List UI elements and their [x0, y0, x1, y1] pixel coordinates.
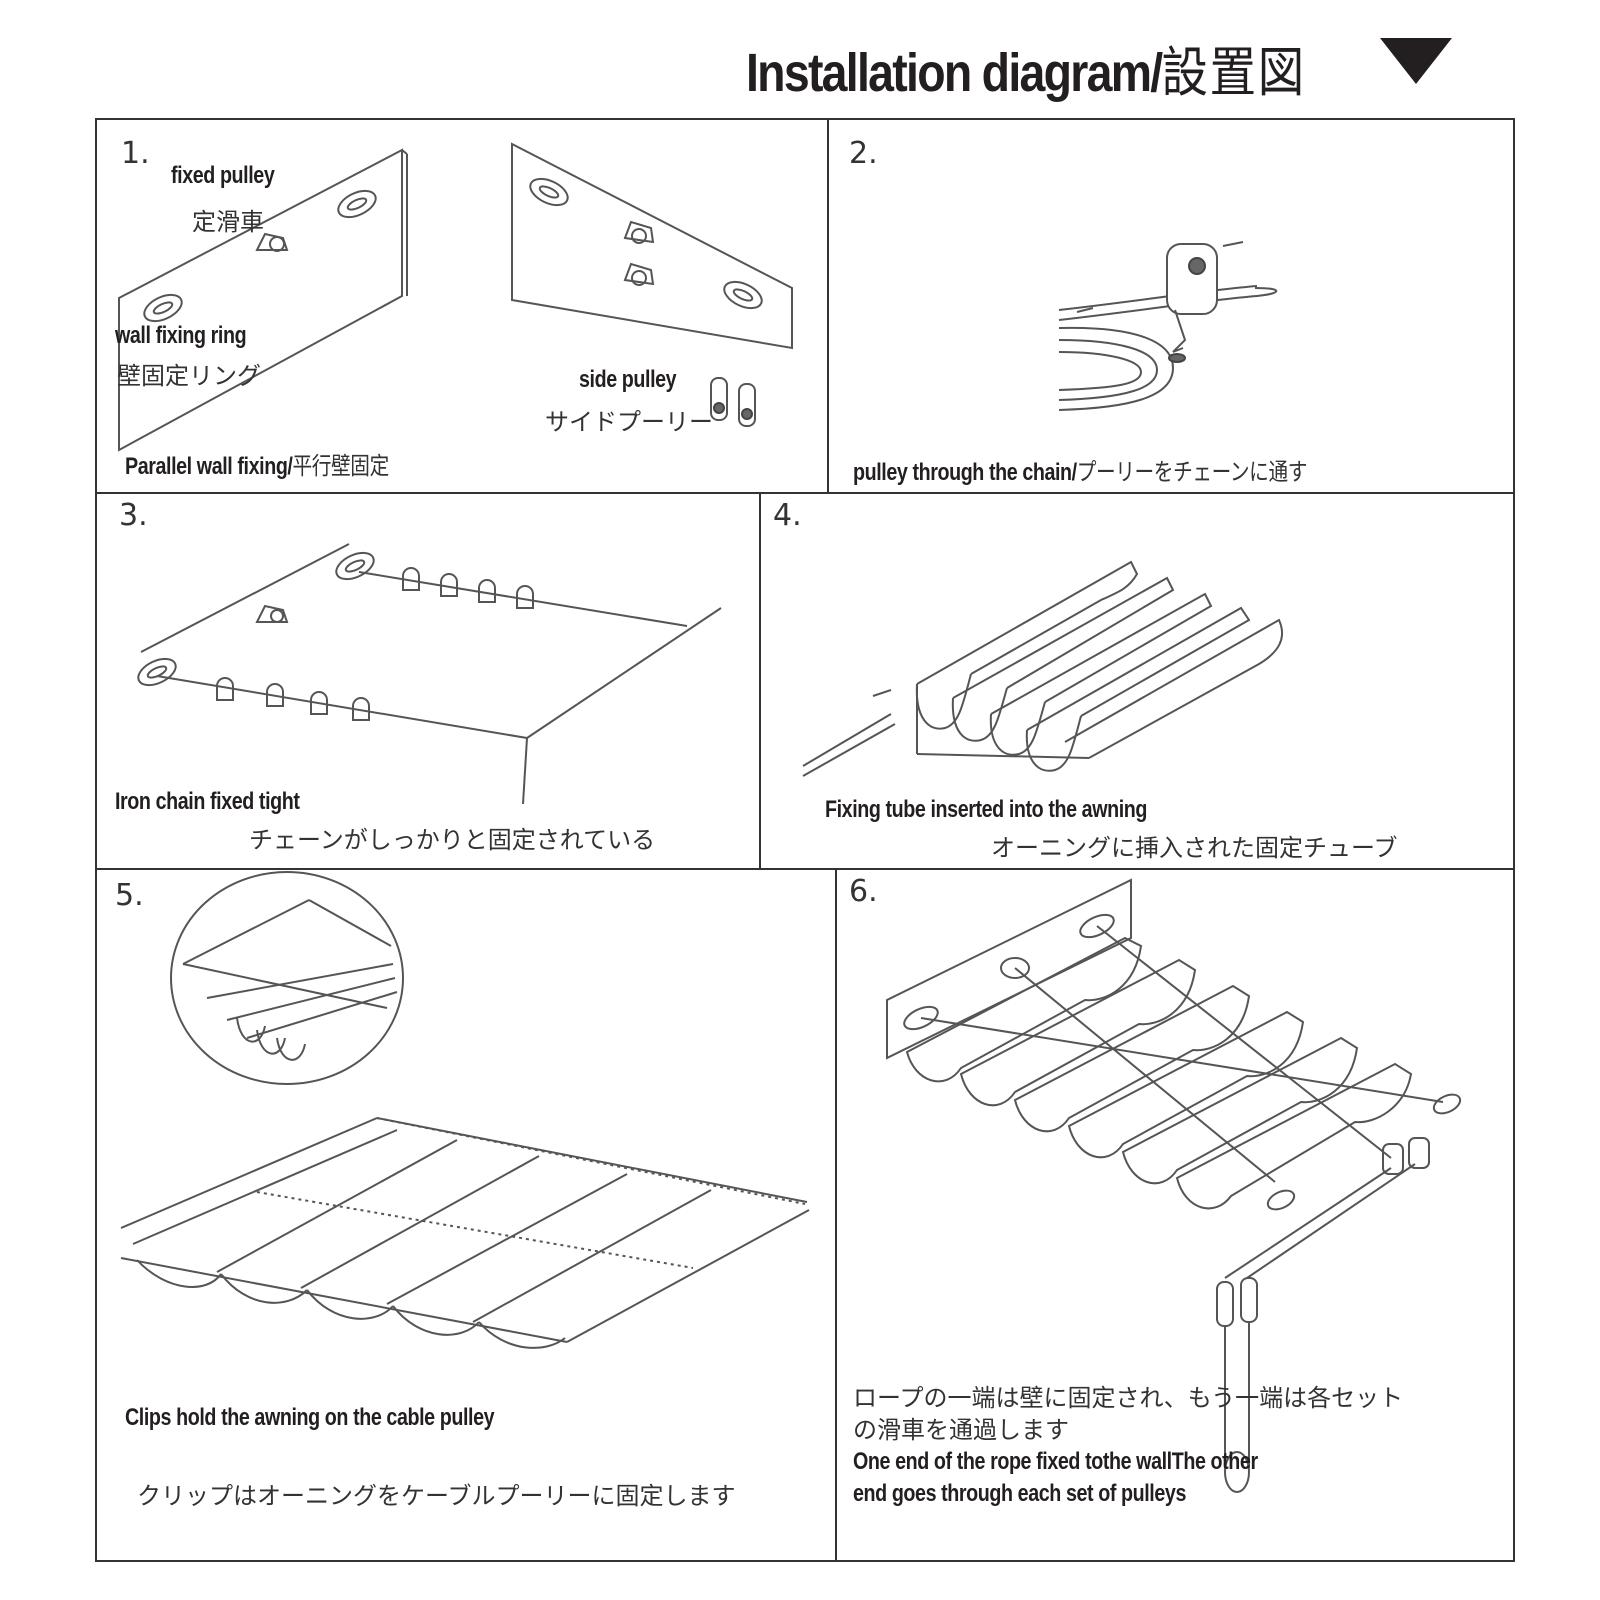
side-pulley-label-jp: サイドプーリー — [545, 408, 713, 436]
panel-1-caption: Parallel wall fixing/平行壁固定 — [125, 452, 389, 480]
panel-6-caption-en-1: One end of the rope fixed tothe wallThe … — [853, 1448, 1258, 1475]
down-triangle-icon — [1380, 38, 1452, 84]
chain-illustration — [137, 543, 722, 805]
step-number: 4. — [773, 498, 802, 533]
panel-2-caption: pulley through the chain/プーリーをチェーンに通す — [853, 458, 1307, 486]
pulley-chain-illustration — [1058, 241, 1278, 411]
panel-1: 1. — [97, 120, 829, 494]
clip-awning-illustration — [120, 871, 810, 1349]
panel-4-caption-en: Fixing tube inserted into the awning — [825, 796, 1147, 823]
panel-6: 6. — [835, 868, 1515, 1560]
fixed-pulley-label: fixed pulley — [171, 162, 275, 189]
parallel-wall-illustration — [118, 142, 793, 452]
page-title: Installation diagram/設置図 — [746, 43, 1306, 103]
step-number: 6. — [849, 874, 878, 909]
panel-3-caption-en: Iron chain fixed tight — [115, 788, 300, 815]
fixed-pulley-label-jp: 定滑車 — [192, 208, 264, 236]
step-number: 1. — [121, 136, 150, 171]
wall-ring-label-jp: 壁固定リング — [117, 362, 261, 390]
panel-2: 2. pulley through the chain/プーリーをチェーンに通す — [827, 120, 1515, 494]
wall-ring-label: wall fixing ring — [115, 322, 247, 349]
panel-3: 3. Iron chain fixed tig — [97, 492, 761, 870]
header: Installation diagram/設置図 — [700, 28, 1580, 103]
step-number: 5. — [115, 878, 144, 913]
step-number: 2. — [849, 136, 878, 171]
fixing-tube-illustration — [802, 560, 1284, 777]
side-pulley-label: side pulley — [579, 366, 677, 393]
panel-4-caption-jp: オーニングに挿入された固定チューブ — [991, 834, 1398, 862]
panel-6-caption-jp-2: の滑車を通過します — [853, 1416, 1069, 1444]
panel-5-caption-jp: クリップはオーニングをケーブルプーリーに固定します — [137, 1482, 736, 1510]
panel-3-caption-jp: チェーンがしっかりと固定されている — [249, 826, 656, 854]
rope-pulley-illustration — [886, 878, 1462, 1493]
panel-5-caption-en: Clips hold the awning on the cable pulle… — [125, 1404, 495, 1431]
diagram-grid: 1. — [95, 118, 1515, 1562]
panel-6-caption-en-2: end goes through each set of pulleys — [853, 1480, 1186, 1507]
panel-5: 5. Clips hold the — [97, 868, 837, 1560]
panel-4: 4. Fixing tube inserted into the awning … — [759, 492, 1515, 870]
step-number: 3. — [119, 498, 148, 533]
panel-6-caption-jp-1: ロープの一端は壁に固定され、もう一端は各セット — [853, 1384, 1404, 1412]
